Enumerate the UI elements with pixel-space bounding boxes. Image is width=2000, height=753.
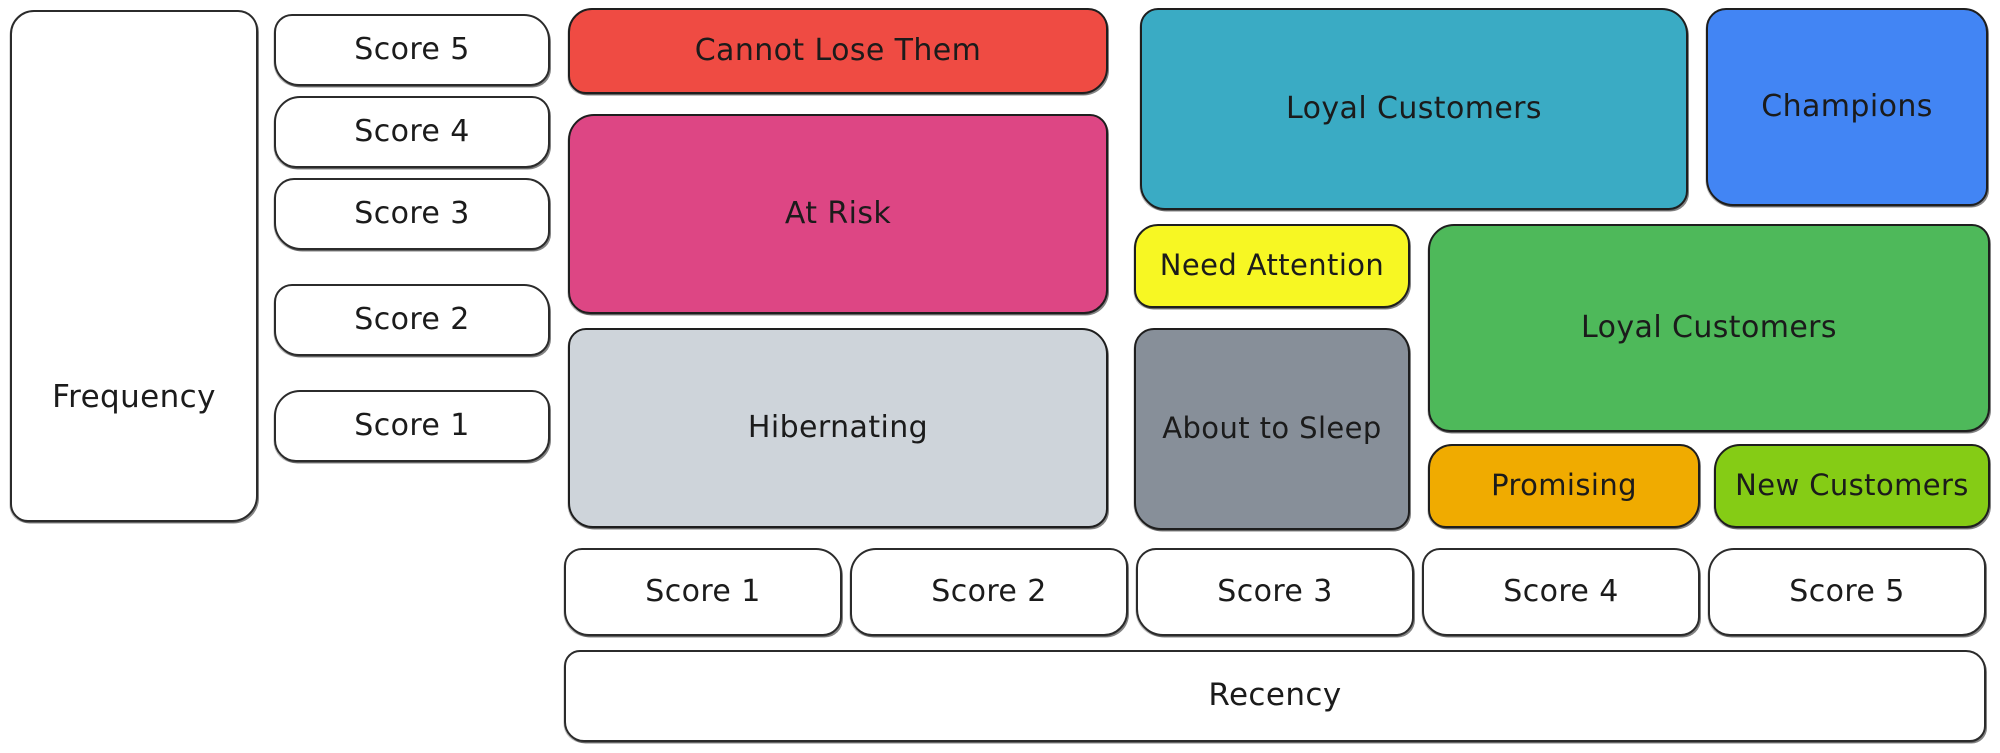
recency-score-2-label: Score 2: [931, 573, 1047, 609]
segment-at-risk[interactable]: At Risk: [568, 114, 1108, 314]
segment-promising[interactable]: Promising: [1428, 444, 1700, 528]
segment-champions[interactable]: Champions: [1706, 8, 1988, 206]
recency-score-4-label: Score 4: [1503, 573, 1619, 609]
recency-score-4[interactable]: Score 4: [1422, 548, 1700, 636]
recency-score-3-label: Score 3: [1217, 573, 1333, 609]
segment-champions-label: Champions: [1761, 88, 1933, 124]
segment-hibernating-label: Hibernating: [747, 409, 929, 445]
recency-score-3[interactable]: Score 3: [1136, 548, 1414, 636]
frequency-score-1-label: Score 1: [354, 407, 470, 443]
recency-score-5[interactable]: Score 5: [1708, 548, 1986, 636]
frequency-score-1[interactable]: Score 1: [274, 390, 550, 462]
recency-score-2[interactable]: Score 2: [850, 548, 1128, 636]
recency-axis-label: Recency: [564, 650, 1986, 742]
recency-score-5-label: Score 5: [1789, 573, 1905, 609]
segment-loyal-customers-teal[interactable]: Loyal Customers: [1140, 8, 1688, 210]
recency-axis-label-text: Recency: [1208, 677, 1342, 714]
segment-about-to-sleep[interactable]: About to Sleep: [1134, 328, 1410, 530]
segment-loyal-customers-green[interactable]: Loyal Customers: [1428, 224, 1990, 432]
frequency-axis-label-text: Frequency: [52, 379, 216, 416]
segment-loyal-customers-green-label: Loyal Customers: [1581, 309, 1837, 345]
frequency-score-5[interactable]: Score 5: [274, 14, 550, 86]
segment-at-risk-label: At Risk: [784, 195, 892, 231]
segment-new-customers[interactable]: New Customers: [1714, 444, 1990, 528]
frequency-score-5-label: Score 5: [354, 31, 470, 67]
segment-need-attention-label: Need Attention: [1159, 248, 1385, 283]
frequency-score-4[interactable]: Score 4: [274, 96, 550, 168]
segment-new-customers-label: New Customers: [1735, 468, 1969, 503]
segment-loyal-customers-teal-label: Loyal Customers: [1286, 90, 1542, 126]
segment-promising-label: Promising: [1491, 468, 1637, 503]
segment-need-attention[interactable]: Need Attention: [1134, 224, 1410, 308]
segment-cannot-lose-them[interactable]: Cannot Lose Them: [568, 8, 1108, 94]
frequency-score-2-label: Score 2: [354, 301, 470, 337]
frequency-score-3[interactable]: Score 3: [274, 178, 550, 250]
frequency-score-2[interactable]: Score 2: [274, 284, 550, 356]
segment-about-to-sleep-label: About to Sleep: [1162, 411, 1382, 446]
frequency-axis-label: Frequency: [10, 10, 258, 522]
frequency-score-4-label: Score 4: [354, 113, 470, 149]
segment-hibernating[interactable]: Hibernating: [568, 328, 1108, 528]
recency-score-1[interactable]: Score 1: [564, 548, 842, 636]
segment-cannot-lose-them-label: Cannot Lose Them: [694, 32, 982, 68]
frequency-score-3-label: Score 3: [354, 195, 470, 231]
recency-score-1-label: Score 1: [645, 573, 761, 609]
